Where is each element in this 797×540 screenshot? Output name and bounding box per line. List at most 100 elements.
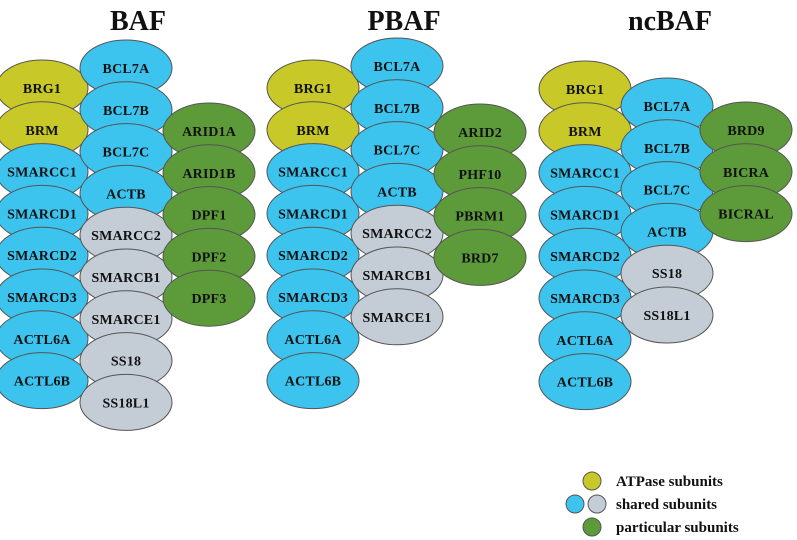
subunit-label: SMARCD2 [550, 250, 620, 265]
subunit-ncbaf-ss18l1: SS18L1 [620, 286, 714, 344]
subunit-label: BCL7B [644, 142, 690, 157]
subunit-pbaf-smarcc1: SMARCC1 [266, 143, 360, 201]
subunit-baf-dpf1: DPF1 [162, 186, 256, 244]
legend-shared-gray-swatch [587, 494, 607, 514]
subunit-baf-smarcd2: SMARCD2 [0, 226, 89, 284]
subunit-ellipse [79, 373, 173, 431]
subunit-label: ARID1A [182, 125, 237, 140]
subunit-label: SMARCD3 [550, 292, 620, 307]
subunit-baf-bcl7a: BCL7A [79, 39, 173, 97]
subunit-label: BCL7C [644, 184, 691, 199]
subunit-label: ARID2 [458, 126, 502, 141]
subunit-label: SS18L1 [643, 309, 690, 324]
subunit-label: ACTL6B [285, 375, 341, 390]
subunit-baf-ss18l1: SS18L1 [79, 373, 173, 431]
subunit-pbaf-smarcd2: SMARCD2 [266, 226, 360, 284]
subunit-label: ACTL6A [13, 333, 71, 348]
subunit-clusters: BRG1BRMSMARCC1SMARCD1SMARCD2SMARCD3ACTL6… [0, 37, 793, 431]
complex-title-pbaf: PBAF [367, 6, 440, 37]
subunit-label: BCL7B [103, 104, 149, 119]
subunit-ncbaf-smarcc1: SMARCC1 [538, 144, 632, 202]
subunit-label: SMARCC2 [362, 227, 432, 242]
subunit-baf-ss18: SS18 [79, 332, 173, 390]
subunit-baf-brm: BRM [0, 101, 89, 159]
subunit-pbaf-smarcb1: SMARCB1 [350, 246, 444, 304]
subunit-baf-smarcb1: SMARCB1 [79, 248, 173, 306]
subunit-pbaf-pbrm1: PBRM1 [433, 187, 527, 245]
subunit-label: ARID1B [182, 167, 235, 182]
subunit-label: ACTB [377, 185, 417, 200]
subunit-label: DPF1 [191, 209, 226, 224]
subunit-label: SMARCD2 [7, 249, 77, 264]
subunit-pbaf-actb: ACTB [350, 162, 444, 220]
subunit-label: DPF2 [191, 250, 226, 265]
subunit-label: BICRAL [718, 208, 774, 223]
subunit-label: SMARCC1 [278, 166, 348, 181]
subunit-baf-arid1b: ARID1B [162, 144, 256, 202]
subunit-label: SMARCE1 [91, 313, 160, 328]
subunit-ellipse [350, 288, 444, 346]
subunit-label: SMARCC1 [550, 167, 620, 182]
subunit-ncbaf-brg1: BRG1 [538, 60, 632, 118]
complex-title-baf: BAF [110, 6, 166, 37]
subunit-label: BRM [568, 125, 601, 140]
subunit-label: SMARCB1 [91, 271, 160, 286]
subunit-baf-brg1: BRG1 [0, 59, 89, 117]
legend-atpase-swatch [582, 471, 602, 491]
subunit-label: ACTL6B [14, 375, 70, 390]
legend-particular-label: particular subunits [616, 520, 739, 536]
subunit-pbaf-smarcc2: SMARCC2 [350, 204, 444, 262]
subunit-label: SS18 [111, 355, 141, 370]
subunit-label: SMARCD1 [7, 207, 77, 222]
subunit-label: ACTL6B [557, 376, 613, 391]
subunit-label: SMARCC1 [7, 166, 77, 181]
subunit-label: BCL7A [374, 60, 422, 75]
subunit-label: DPF3 [191, 292, 226, 307]
subunit-ncbaf-actb: ACTB [620, 202, 714, 260]
subunit-baf-smarcc2: SMARCC2 [79, 206, 173, 264]
subunit-ellipse [162, 269, 256, 327]
subunit-label: BCL7B [374, 102, 420, 117]
subunit-ellipse [620, 286, 714, 344]
subunit-label: SMARCD3 [7, 291, 77, 306]
subunit-baf-smarcd1: SMARCD1 [0, 184, 89, 242]
subunit-ncbaf-actl6b: ACTL6B [538, 353, 632, 411]
subunit-ellipse [0, 352, 89, 410]
subunit-baf-bcl7c: BCL7C [79, 123, 173, 181]
legend-atpase-label: ATPase subunits [616, 474, 723, 490]
subunit-label: BCL7A [644, 100, 692, 115]
subunit-label: BCL7C [103, 146, 150, 161]
subunit-label: BRD9 [727, 124, 764, 139]
subunit-baf-actl6b: ACTL6B [0, 352, 89, 410]
subunit-ncbaf-actl6a: ACTL6A [538, 311, 632, 369]
legend: ATPase subunits shared subunits particul… [565, 471, 739, 537]
subunit-baf-dpf3: DPF3 [162, 269, 256, 327]
subunit-ellipse [538, 353, 632, 411]
subunit-pbaf-bcl7a: BCL7A [350, 37, 444, 95]
legend-shared-label: shared subunits [616, 497, 717, 513]
subunit-label: ACTL6A [284, 333, 342, 348]
subunit-ncbaf-bcl7b: BCL7B [620, 119, 714, 177]
subunit-label: SMARCE1 [362, 311, 431, 326]
subunit-pbaf-smarce1: SMARCE1 [350, 288, 444, 346]
subunit-ellipse [266, 352, 360, 410]
subunit-label: BCL7A [103, 62, 151, 77]
subunit-baf-actl6a: ACTL6A [0, 310, 89, 368]
subunit-label: SMARCC2 [91, 229, 161, 244]
subunit-label: ACTB [647, 225, 687, 240]
subunit-baf-smarcd3: SMARCD3 [0, 268, 89, 326]
subunit-label: SS18L1 [102, 396, 149, 411]
subunit-ncbaf-bicral: BICRAL [699, 185, 793, 243]
legend-shared-blue-swatch [565, 494, 585, 514]
subunit-label: SMARCD1 [550, 208, 620, 223]
subunit-label: BRM [296, 124, 329, 139]
subunit-label: BCL7C [374, 144, 421, 159]
subunit-ellipse [433, 228, 527, 286]
subunit-baf-arid1a: ARID1A [162, 102, 256, 160]
subunit-label: BICRA [723, 166, 770, 181]
subunit-label: PHF10 [459, 168, 502, 183]
subunit-label: BRD7 [461, 251, 498, 266]
subunit-pbaf-bcl7c: BCL7C [350, 121, 444, 179]
subunit-pbaf-brm: BRM [266, 101, 360, 159]
